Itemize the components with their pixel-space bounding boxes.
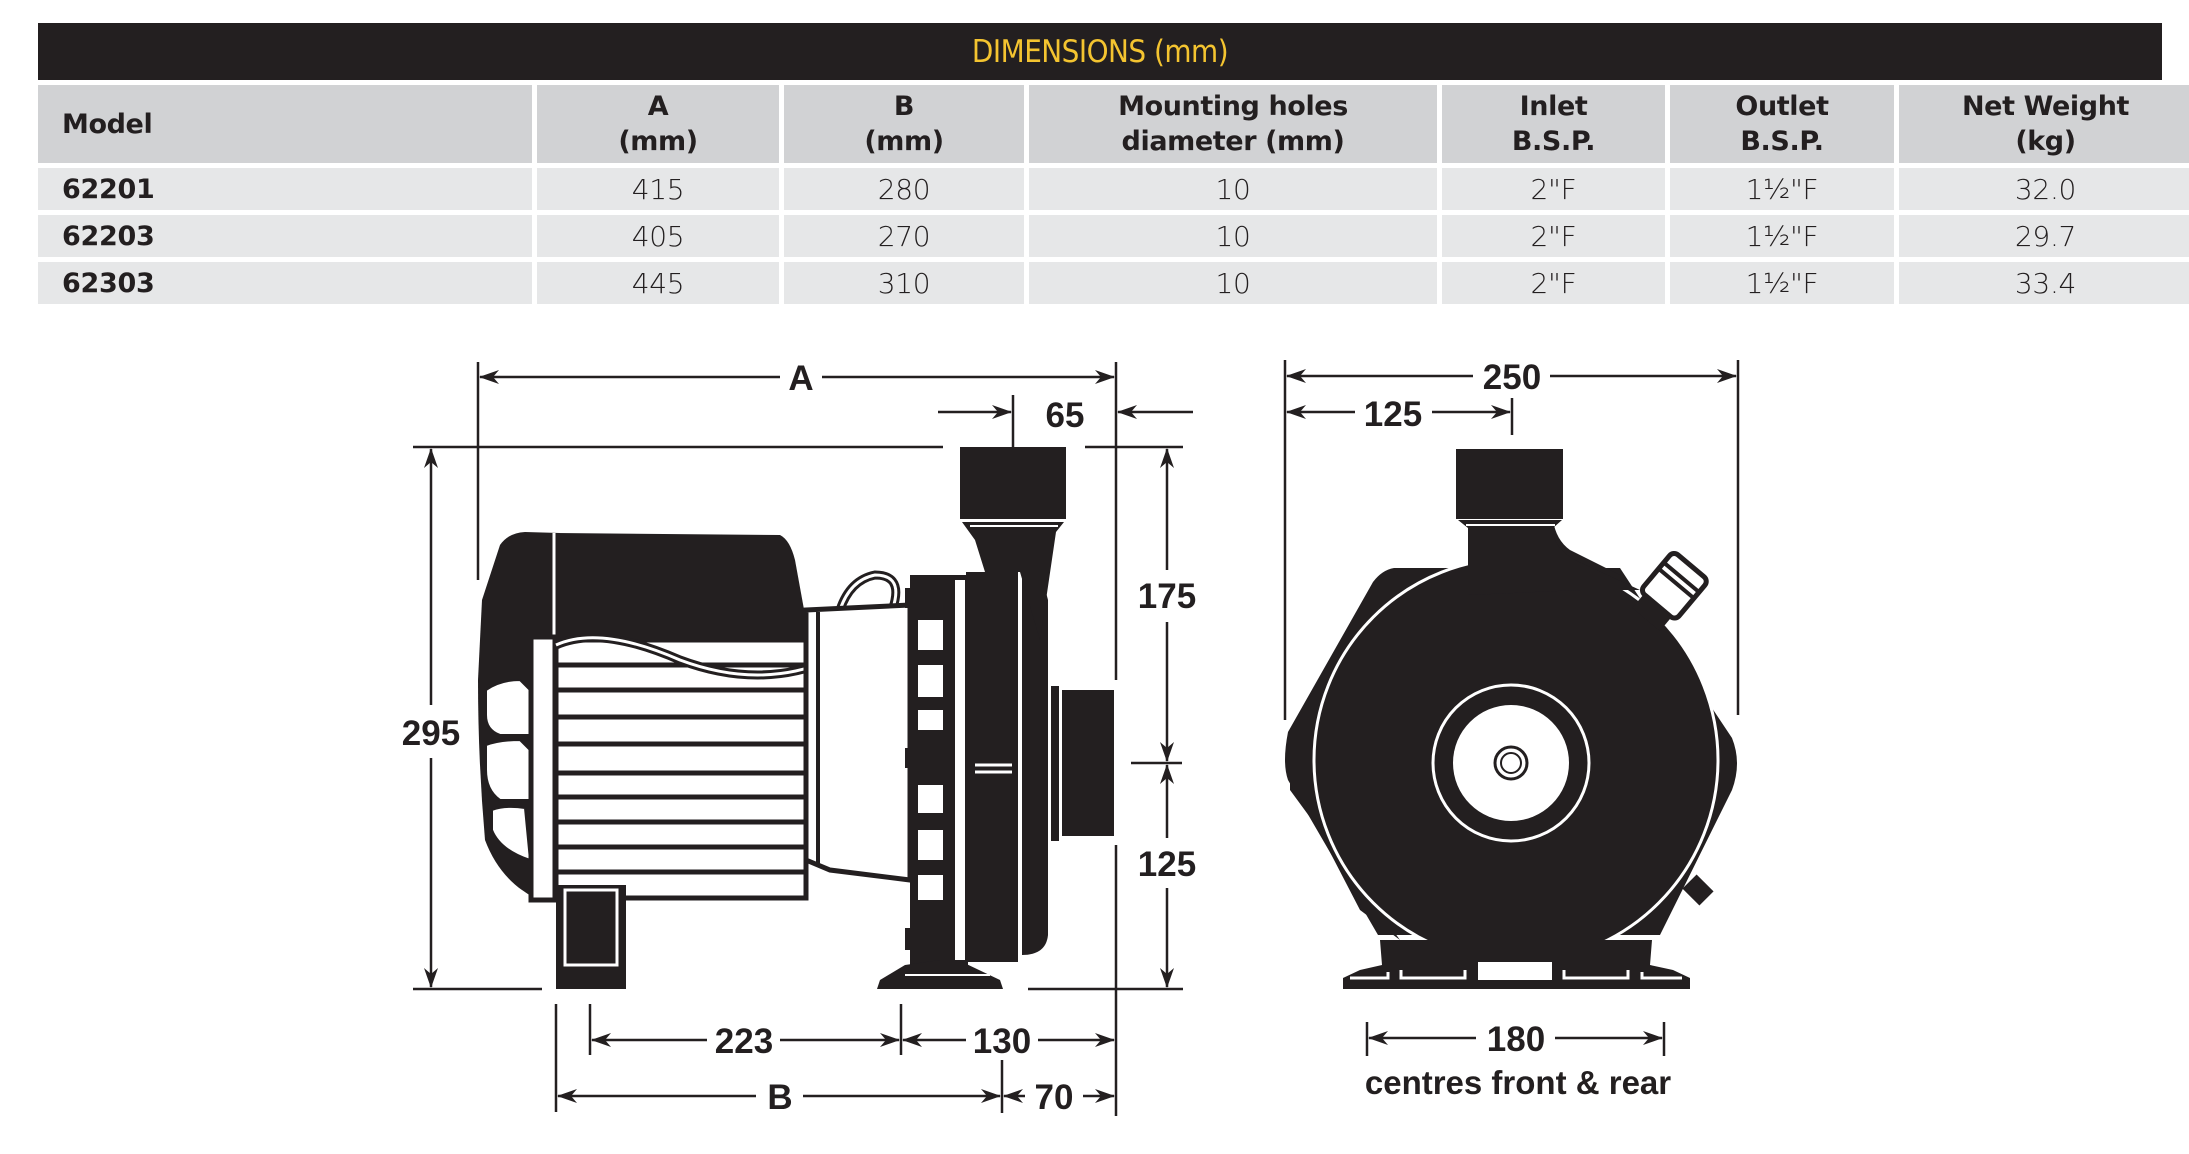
side-view — [413, 362, 1193, 1116]
header-b: B(mm) — [784, 85, 1024, 163]
label-125-front: 125 — [1364, 395, 1422, 434]
pump-cover — [1022, 578, 1048, 955]
cell-b: 280 — [784, 168, 1024, 210]
label-70: 70 — [1035, 1078, 1074, 1117]
front-view — [1283, 360, 1740, 1056]
table-row: 62201 415 280 10 2"F 1½"F 32.0 — [38, 168, 2189, 210]
cell-inlet: 2"F — [1442, 215, 1665, 257]
inlet-port-ring — [1051, 686, 1059, 841]
header-model: Model — [38, 85, 532, 163]
rear-foot — [556, 885, 626, 989]
header-net-weight: Net Weight(kg) — [1899, 85, 2189, 163]
front-outlet-port — [1456, 449, 1563, 519]
cell-a: 445 — [537, 262, 779, 304]
cell-weight: 32.0 — [1899, 168, 2189, 210]
inlet-port — [1062, 690, 1114, 836]
label-130: 130 — [973, 1022, 1031, 1061]
cell-model: 62203 — [38, 215, 532, 257]
cell-b: 270 — [784, 215, 1024, 257]
label-a: A — [788, 359, 813, 398]
cell-outlet: 1½"F — [1670, 215, 1894, 257]
label-175: 175 — [1138, 577, 1196, 616]
cell-model: 62201 — [38, 168, 532, 210]
bearing-housing — [803, 602, 913, 883]
outlet-port — [960, 447, 1066, 519]
priming-plug — [1632, 551, 1709, 632]
inlet-ring-outer — [1431, 683, 1591, 843]
cell-holes: 10 — [1029, 215, 1437, 257]
motor-end-plate — [528, 634, 558, 903]
label-223: 223 — [715, 1022, 773, 1061]
cell-weight: 29.7 — [1899, 215, 2189, 257]
centres-note: centres front & rear — [1365, 1064, 1671, 1101]
cell-holes: 10 — [1029, 168, 1437, 210]
pump-front-illustration — [1285, 449, 1737, 989]
dimensions-table: DIMENSIONS (mm) Model A(mm) B(mm) Mounti… — [38, 23, 2189, 309]
label-125-side: 125 — [1138, 845, 1196, 884]
drain-plug — [1682, 874, 1714, 906]
cell-inlet: 2"F — [1442, 262, 1665, 304]
header-a: A(mm) — [537, 85, 779, 163]
cell-outlet: 1½"F — [1670, 262, 1894, 304]
table-row: 62303 445 310 10 2"F 1½"F 33.4 — [38, 262, 2189, 304]
cell-holes: 10 — [1029, 262, 1437, 304]
cell-outlet: 1½"F — [1670, 168, 1894, 210]
label-65: 65 — [1046, 396, 1085, 435]
front-outlet-neck — [1458, 520, 1640, 595]
pump-side-illustration — [478, 447, 1114, 989]
label-250: 250 — [1483, 358, 1541, 397]
table-title: DIMENSIONS (mm) — [38, 23, 2162, 80]
impeller-hub — [1493, 745, 1529, 781]
cell-a: 415 — [537, 168, 779, 210]
cell-a: 405 — [537, 215, 779, 257]
label-b: B — [767, 1078, 792, 1117]
motor-body — [553, 637, 809, 901]
label-295: 295 — [402, 714, 460, 753]
cell-model: 62303 — [38, 262, 532, 304]
pump-casing — [966, 572, 1018, 962]
outlet-neck — [962, 522, 1064, 640]
cell-weight: 33.4 — [1899, 262, 2189, 304]
inlet-opening — [1453, 705, 1569, 821]
label-180: 180 — [1487, 1020, 1545, 1059]
table-row: 62203 405 270 10 2"F 1½"F 29.7 — [38, 215, 2189, 257]
cell-b: 310 — [784, 262, 1024, 304]
terminal-box — [556, 533, 805, 640]
cell-inlet: 2"F — [1442, 168, 1665, 210]
